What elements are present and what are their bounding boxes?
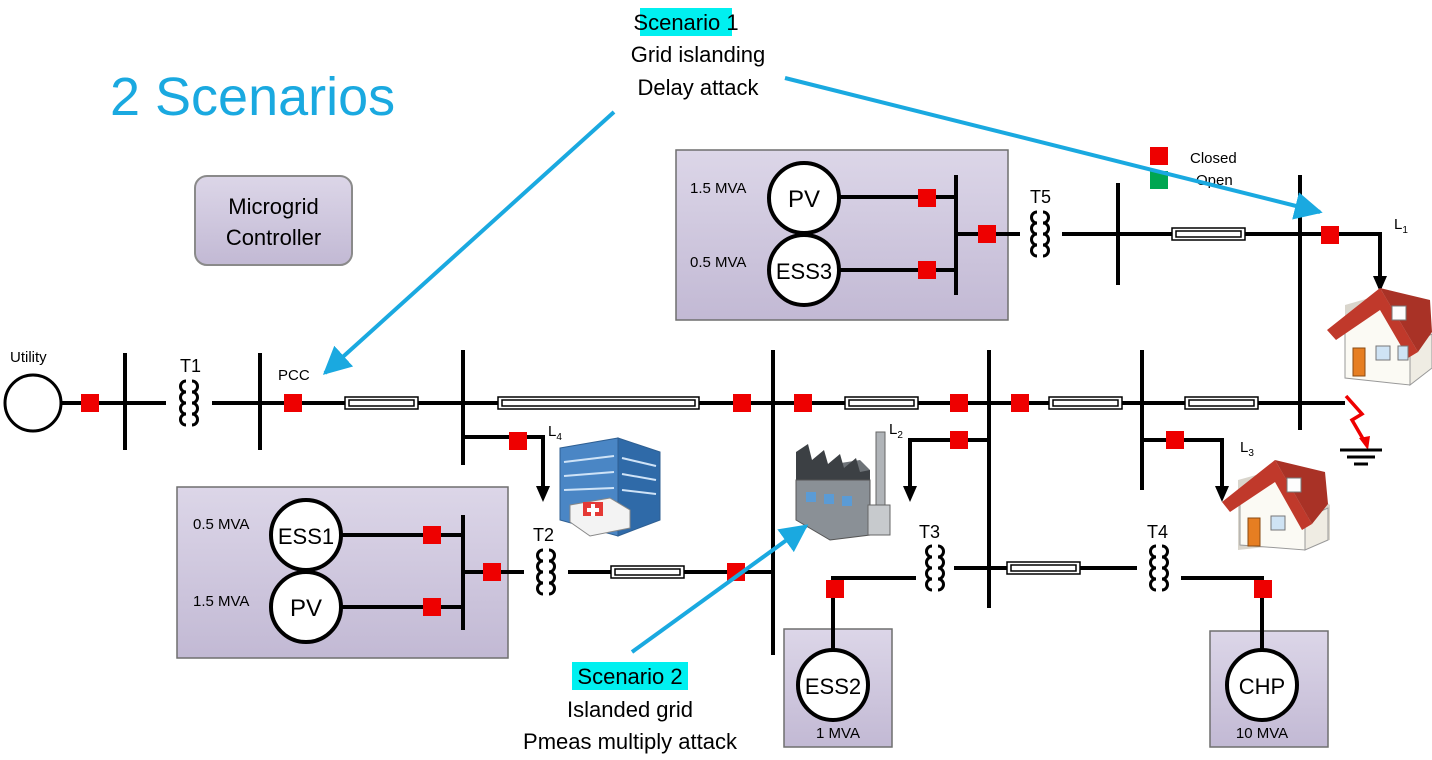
- load-l1-label: L1: [1394, 216, 1408, 236]
- load-l3-label: L3: [1240, 439, 1254, 459]
- ess1-rating: 0.5 MVA: [193, 516, 249, 533]
- breaker-closed: [483, 563, 501, 581]
- pv-bottom-circle: [269, 570, 343, 644]
- line-segments: [344, 227, 1259, 579]
- chp-rating: 10 MVA: [1236, 725, 1288, 742]
- breaker-closed: [423, 526, 441, 544]
- ess2-rating: 1 MVA: [816, 725, 860, 742]
- house-l3-icon: [1222, 460, 1330, 551]
- fault-to-ground-icon: [1340, 394, 1382, 466]
- breaker-closed: [978, 225, 996, 243]
- ess2-label: ESS2: [805, 674, 861, 699]
- t5-label: T5: [1030, 187, 1051, 207]
- load-l4-label: L4: [548, 423, 562, 443]
- pv-top-rating: 1.5 MVA: [690, 180, 746, 197]
- transformer-t4-icon: [1149, 544, 1169, 592]
- ess1-label: ESS1: [278, 524, 334, 549]
- breaker-closed: [950, 431, 968, 449]
- legend-open-swatch: [1150, 171, 1168, 189]
- breaker-closed: [918, 261, 936, 279]
- transformer-t5-icon: [1030, 210, 1050, 258]
- breaker-closed: [733, 394, 751, 412]
- arrow-to-factory: [630, 524, 809, 654]
- breaker-closed: [1011, 394, 1029, 412]
- breaker-closed: [950, 394, 968, 412]
- ess2-circle: [796, 648, 870, 722]
- hospital-l4-icon: [559, 437, 661, 537]
- breaker-closed: [918, 189, 936, 207]
- breaker-closed: [1254, 580, 1272, 598]
- controller-label-line1: Microgrid: [228, 194, 318, 219]
- scenario1-line2: Delay attack: [637, 75, 759, 100]
- house-l1-icon: [1327, 288, 1432, 387]
- chp-label: CHP: [1239, 674, 1285, 699]
- t4-label: T4: [1147, 522, 1168, 542]
- utility-label: Utility: [10, 349, 47, 366]
- t3-label: T3: [919, 522, 940, 542]
- pv-top-label: PV: [788, 186, 820, 213]
- scenario2-highlight: [572, 662, 688, 690]
- breaker-closed: [794, 394, 812, 412]
- microgrid-controller-box: Microgrid Controller: [194, 175, 353, 266]
- breaker-closed: [509, 432, 527, 450]
- scenario2-line2: Pmeas multiply attack: [523, 729, 738, 754]
- controller-label-line2: Controller: [226, 225, 321, 250]
- transformer-t1-icon: [179, 379, 199, 427]
- arrow-to-pcc: [322, 110, 616, 375]
- t1-label: T1: [180, 356, 201, 376]
- load-arrows: [536, 276, 1387, 502]
- scenario2-line1: Islanded grid: [567, 697, 693, 722]
- breaker-closed: [81, 394, 99, 412]
- transformer-t3-icon: [925, 544, 945, 592]
- pv-bottom-rating: 1.5 MVA: [193, 593, 249, 610]
- breaker-closed: [284, 394, 302, 412]
- callout-arrows: [322, 76, 1323, 654]
- legend-closed-swatch: [1150, 147, 1168, 165]
- legend-closed-label: Closed: [1190, 150, 1237, 167]
- scenario2-tag: Scenario 2: [577, 664, 682, 689]
- pv-bottom-label: PV: [290, 595, 322, 622]
- scenario1-tag: Scenario 1: [633, 10, 738, 35]
- pcc-label: PCC: [278, 367, 310, 384]
- scenario1-line1: Grid islanding: [631, 42, 766, 67]
- panel-top: [675, 149, 1009, 321]
- utility-source-icon: [3, 373, 63, 433]
- load-l2-label: L2: [889, 421, 903, 441]
- breaker-closed: [1321, 226, 1339, 244]
- factory-l2-icon: [795, 431, 891, 541]
- ess3-label: ESS3: [776, 259, 832, 284]
- page-title: 2 Scenarios: [110, 67, 395, 127]
- chp-circle: [1225, 648, 1299, 722]
- breaker-closed: [1166, 431, 1184, 449]
- scenario1-highlight: [640, 8, 732, 36]
- t2-label: T2: [533, 525, 554, 545]
- generator-circles: [269, 161, 1299, 722]
- transformer-t2-icon: [536, 548, 556, 596]
- breaker-closed: [423, 598, 441, 616]
- panel-left: [176, 486, 509, 659]
- breaker-closed: [727, 563, 745, 581]
- breaker-closed: [826, 580, 844, 598]
- breakers: [81, 189, 1339, 616]
- arrow-to-l1-breaker: [784, 76, 1323, 220]
- ess3-rating: 0.5 MVA: [690, 254, 746, 271]
- ess3-circle: [767, 233, 841, 307]
